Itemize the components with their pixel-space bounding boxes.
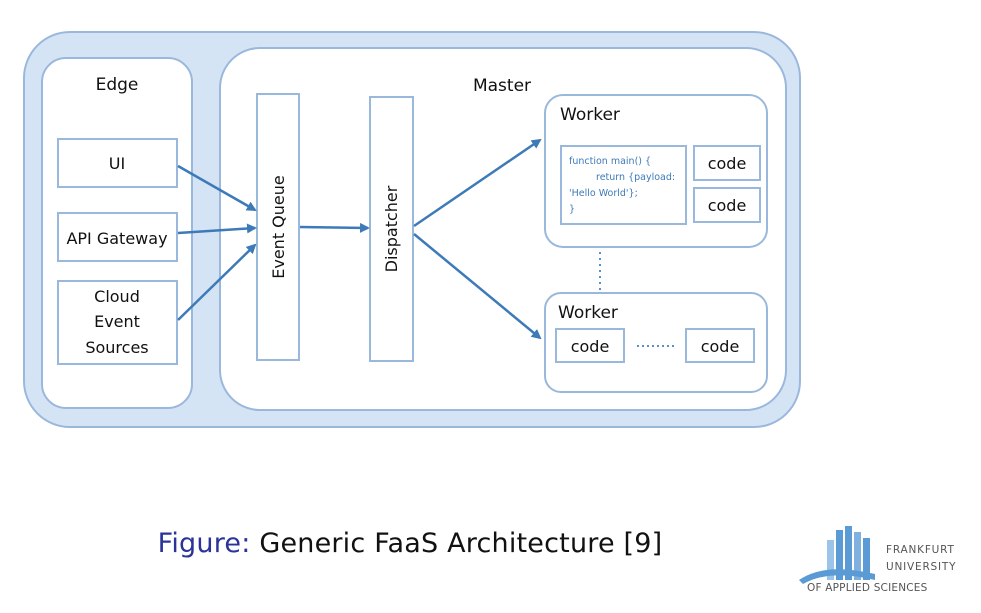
arrow-event-queue-to-dispatcher <box>299 222 370 233</box>
logo-line-3: OF APPLIED SCIENCES <box>807 582 928 594</box>
worker-2-code-block-1 <box>555 328 625 363</box>
worker-1-code-block-2 <box>693 187 761 223</box>
cloud-event-sources-line-2: Event <box>94 312 140 331</box>
dispatcher-label: Dispatcher <box>382 185 401 272</box>
logo-bar-2 <box>836 530 843 580</box>
cloud-event-sources-line-3: Sources <box>85 338 148 357</box>
event-queue-label: Event Queue <box>269 175 288 278</box>
master-title: Master <box>473 76 531 96</box>
code-snippet-line-2: return {payload: <box>596 172 675 183</box>
cloud-event-sources-line-1: Cloud <box>94 287 140 306</box>
cloud-event-sources-box <box>57 280 178 365</box>
worker-2-code-label-2: code <box>701 337 740 356</box>
logo-bar-4 <box>854 532 861 580</box>
worker-1-code-label-1: code <box>708 154 747 173</box>
logo-bar-1 <box>827 540 834 580</box>
ui-source-label: UI <box>109 154 125 173</box>
worker-1-title: Worker <box>560 105 620 125</box>
api-gateway-box <box>57 212 178 262</box>
logo-bar-5 <box>863 538 870 580</box>
worker-2-code-label-1: code <box>571 337 610 356</box>
event-queue-box <box>256 93 300 361</box>
worker-2-code-block-2 <box>685 328 755 363</box>
logo-swoosh <box>799 569 875 584</box>
edge-title: Edge <box>96 75 139 95</box>
frankfurt-university-logo: FRANKFURT UNIVERSITY OF APPLIED SCIENCES <box>799 526 956 594</box>
worker-2-panel <box>544 292 768 393</box>
api-gateway-label: API Gateway <box>66 229 167 248</box>
figure-caption-text: Generic FaaS Architecture [9] <box>259 528 663 559</box>
dispatcher-box <box>369 96 414 362</box>
figure-caption: Figure: Generic FaaS Architecture [9] <box>0 528 820 559</box>
arrow-dispatcher-to-worker-1 <box>413 138 542 228</box>
code-snippet-line-1: function main() { <box>569 156 651 167</box>
arrow-ui-to-event-queue <box>177 164 257 212</box>
worker-1-code-label-2: code <box>708 196 747 215</box>
worker-2-title: Worker <box>558 303 618 323</box>
arrow-api-gateway-to-event-queue <box>177 223 257 235</box>
logo-line-1: FRANKFURT <box>886 544 955 556</box>
worker-1-code-block-1 <box>693 145 761 181</box>
figure-caption-label: Figure: <box>157 528 251 559</box>
arrow-dispatcher-to-worker-2 <box>413 233 542 340</box>
ui-source-box <box>57 138 178 188</box>
code-snippet-line-3: 'Hello World'}; <box>569 188 638 199</box>
logo-line-2: UNIVERSITY <box>886 561 956 573</box>
logo-bar-3 <box>845 526 852 580</box>
code-snippet-box <box>560 145 687 225</box>
code-snippet-line-4: } <box>569 204 575 215</box>
arrow-cloud-events-to-event-queue <box>177 243 257 321</box>
